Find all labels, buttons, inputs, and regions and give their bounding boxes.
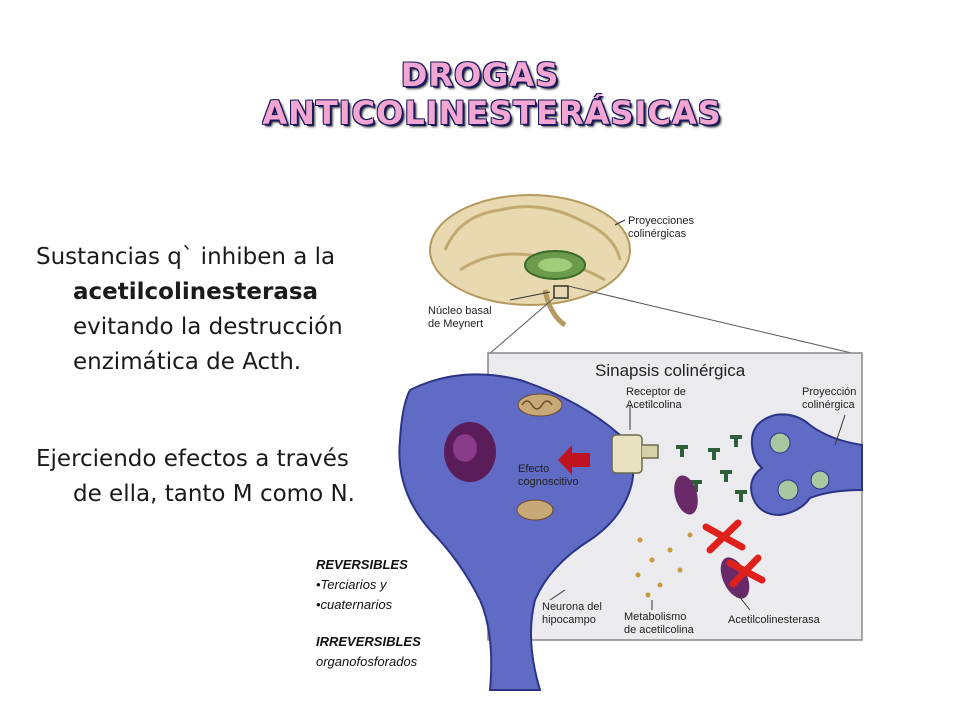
label-metab-2: de acetilcolina [624, 624, 695, 636]
label-efecto-1: Efecto [518, 463, 549, 475]
p1-bold-term: acetilcolinesterasa [73, 279, 319, 305]
hippocampal-neuron [398, 373, 635, 691]
label-neurona-1: Neurona del [542, 601, 602, 613]
acetylcholine-receptor [611, 434, 659, 474]
p1-line-b: acetilcolinesterasa [36, 275, 406, 310]
ache-enzyme-1 [674, 475, 698, 515]
p1-line-c: evitando la destrucción [73, 314, 343, 340]
legend-item-2: •cuaternarios [316, 597, 393, 612]
label-colinergicas: colinérgicas [628, 228, 687, 240]
p1-line-d: enzimática de Acth. [73, 349, 302, 375]
red-arrow-icon [558, 445, 590, 475]
legend-item-3: organofosforados [316, 654, 418, 669]
label-ache: Acetilcolinesterasa [728, 614, 821, 626]
label-proyeccion-2: colinérgica [802, 399, 855, 411]
label-metab-1: Metabolismo [624, 611, 686, 623]
label-sinapsis: Sinapsis colinérgica [595, 361, 746, 380]
brain-illustration [429, 194, 631, 328]
p2-line-a: Ejerciendo efectos a través [36, 446, 349, 472]
label-proyeccion-1: Proyección [802, 386, 856, 398]
label-nucleo-1: Núcleo basal [428, 305, 492, 317]
cholinergic-projection [750, 413, 863, 517]
label-neurona-2: hipocampo [542, 614, 596, 626]
p2-line-b: de ella, tanto M como N. [73, 481, 355, 507]
legend-box: REVERSIBLES •Terciarios y •cuaternarios … [316, 555, 421, 672]
p1-line-a: Sustancias q` inhiben a la [36, 244, 336, 270]
label-receptor-1: Receptor de [626, 386, 686, 398]
label-nucleo-2: de Meynert [428, 318, 483, 330]
synapse-diagram: Proyecciones colinérgicas Núcleo basal d… [398, 194, 863, 691]
metabolite-particles [635, 532, 693, 598]
x-mark-icon [702, 519, 746, 554]
label-efecto-2: cognoscitivo [518, 476, 579, 488]
label-receptor-2: Acetilcolina [626, 399, 683, 411]
legend-item-1: •Terciarios y [316, 577, 387, 592]
paragraph-effects: Ejerciendo efectos a través de ella, tan… [36, 442, 406, 512]
label-proyecciones: Proyecciones [628, 215, 695, 227]
title-line-1: DROGAS [400, 56, 560, 94]
paragraph-definition: Sustancias q` inhiben a la acetilcolines… [36, 240, 406, 380]
legend-irreversibles: IRREVERSIBLES [316, 634, 421, 649]
title-line-2: ANTICOLINESTERÁSICAS [262, 94, 722, 132]
legend-reversibles: REVERSIBLES [316, 557, 408, 572]
x-mark-icon-2 [726, 554, 766, 588]
